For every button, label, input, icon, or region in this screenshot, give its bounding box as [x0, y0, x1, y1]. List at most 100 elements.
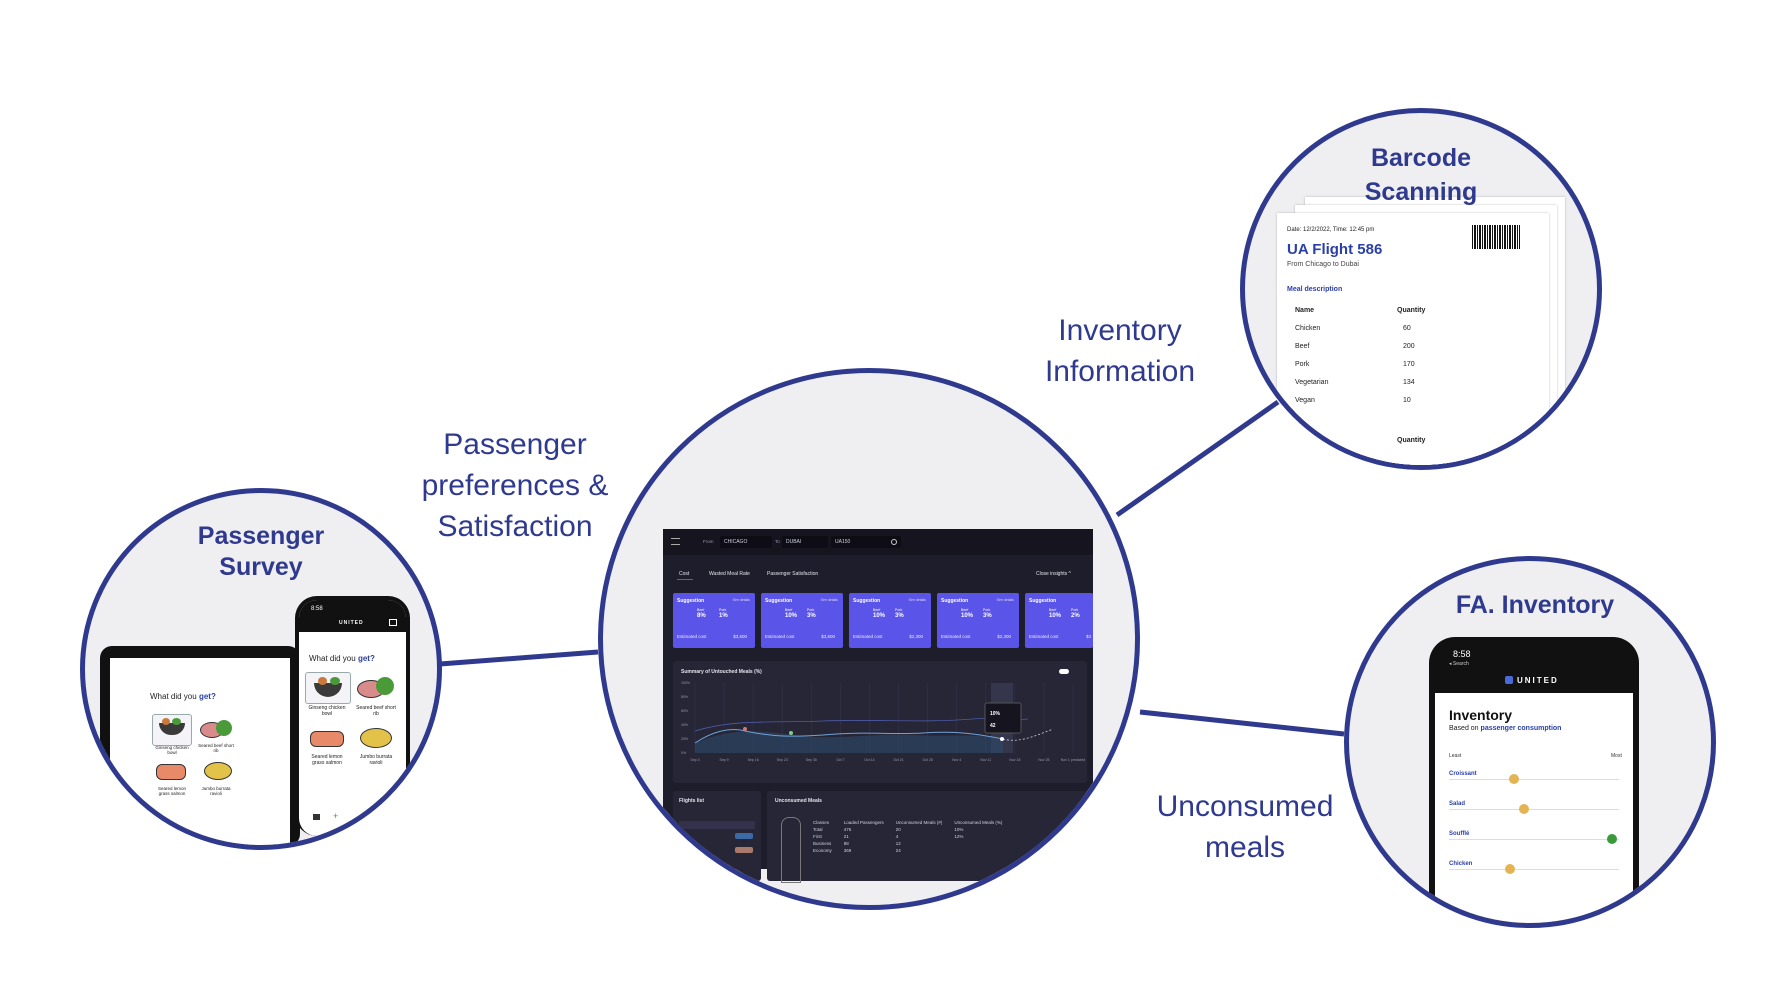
unconsumed-meals-label: Unconsumed meals [1156, 790, 1334, 864]
flight-search-input[interactable]: UA150 [831, 536, 901, 548]
x-tick-label: Oct 28 [922, 758, 932, 762]
x-tick-label: Nov 1 predicted [1061, 758, 1086, 762]
phone-food-ravioli[interactable] [356, 723, 396, 751]
from-select[interactable]: CHICAGO [720, 536, 772, 548]
phone-food-salmon[interactable] [307, 725, 347, 751]
doc-row-name: Chicken [1295, 325, 1321, 332]
food-salmon-icon[interactable] [154, 760, 188, 784]
fa-phone-time: 8:58 [1453, 649, 1471, 659]
x-tick-label: Sep 30 [806, 758, 817, 762]
chart-area [695, 731, 1003, 753]
fa-item-name: Soufflé [1449, 831, 1470, 837]
fa-most-label: Most [1611, 753, 1622, 759]
flights-list-title: Flights list [679, 798, 704, 804]
close-insights-button[interactable]: Close insights ^ [1036, 571, 1071, 577]
phone-food-label-2: Seared beef short rib [356, 705, 396, 717]
doc-date: Date: 12/2/2022, Time: 12:45 pm [1287, 227, 1375, 233]
x-tick-label: Sep 9 [719, 758, 728, 762]
chart-toggle[interactable] [1059, 669, 1069, 674]
tablet-food-label-4: Jumbo burrata ravioli [201, 786, 231, 796]
doc-row-qty: 134 [1403, 379, 1415, 386]
x-tick-label: Nov 25 [1038, 758, 1049, 762]
add-icon[interactable]: + [333, 811, 339, 821]
doc-row-qty: 200 [1403, 343, 1415, 350]
fa-item-level-dot[interactable] [1505, 864, 1516, 874]
cabin-seatmap-icon [781, 817, 801, 883]
fa-item-name: Croissant [1449, 771, 1477, 777]
doc-route: From Chicago to Dubai [1287, 261, 1359, 268]
dashboard-screen: From CHICAGO To DUBAI UA150 Cost Wasted … [663, 529, 1093, 883]
fa-subtitle: Based on passenger consumption [1449, 725, 1562, 732]
y-tick-label: 20% [681, 737, 688, 741]
search-icon[interactable] [891, 539, 897, 545]
doc-row-name: Vegan [1295, 397, 1315, 404]
home-icon[interactable] [313, 814, 320, 820]
phone-food-chicken-bowl[interactable] [305, 672, 351, 704]
food-ravioli-icon[interactable] [200, 758, 234, 784]
tablet-screen: What did you get? Ginseng chi [110, 658, 290, 845]
chart-point-2 [789, 731, 793, 735]
from-label: From [703, 539, 714, 544]
to-select[interactable]: DUBAI [782, 536, 828, 548]
flight-row[interactable] [679, 821, 755, 829]
phone-brand: UNITED [339, 620, 364, 626]
fa-item-track [1449, 869, 1619, 870]
flight-status-badge [735, 833, 753, 839]
tab-cost[interactable]: Cost [679, 571, 690, 577]
doc-row-qty: 60 [1403, 325, 1411, 332]
doc-row-name: Pork [1295, 361, 1310, 368]
food-bowl-icon[interactable] [152, 714, 192, 746]
tablet-food-label-1: Ginseng chicken bowl [155, 745, 189, 755]
tab-cost-underline [677, 579, 693, 580]
barcode-scanning-circle: Date: 12/2/2022, Time: 12:45 pm UA Fligh… [1240, 108, 1602, 470]
connector-survey [439, 649, 599, 667]
fa-item-level-dot[interactable] [1607, 834, 1618, 844]
doc-col-name: Name [1295, 307, 1315, 314]
connector-barcode [1115, 399, 1280, 518]
tablet-food-grid[interactable]: Ginseng chicken bowl Seared beef short r… [150, 714, 250, 804]
survey-phone-screen: 8:58 UNITED What did you get? Ginseng ch… [299, 600, 406, 836]
x-tick-label: Sep 3 [690, 758, 699, 762]
menu-icon[interactable] [671, 538, 680, 545]
phone-food-rib[interactable] [354, 672, 398, 702]
untouched-meals-chart-panel: Summary of Untouched Meals (%) 100%80%60… [673, 661, 1087, 783]
tab-wasted-meal-rate[interactable]: Wasted Meal Rate [709, 571, 750, 577]
fa-item-level-dot[interactable] [1518, 804, 1529, 814]
survey-phone: 8:58 UNITED What did you get? Ginseng ch… [295, 596, 410, 836]
x-tick-label: Sep 16 [748, 758, 759, 762]
phone-prompt: What did you get? [309, 654, 375, 663]
phone-food-label-4: Jumbo burrata ravioli [359, 754, 393, 766]
doc-row-name: Beef [1295, 343, 1310, 350]
chart-title: Summary of Untouched Meals (%) [681, 669, 762, 675]
fa-item-level-dot[interactable] [1508, 774, 1519, 784]
x-tick-label: Oct 14 [864, 758, 874, 762]
fa-inventory-circle: FA. Inventory 8:58 ◂ Search UNITED Inven… [1344, 556, 1716, 928]
fa-title: FA. Inventory [1455, 591, 1615, 619]
fa-back-link[interactable]: ◂ Search [1449, 661, 1469, 667]
barcode-icon [1472, 225, 1520, 249]
y-tick-labels: 100%80%60%40%20%0% [681, 681, 690, 755]
food-rib-icon[interactable] [198, 716, 234, 742]
tab-passenger-satisfaction[interactable]: Passenger Satisfaction [767, 571, 819, 577]
fa-item-name: Salad [1449, 801, 1466, 807]
fa-item-track [1449, 839, 1619, 840]
tablet-frame: What did you get? Ginseng chi [100, 646, 300, 845]
tablet-prompt: What did you get? [150, 692, 216, 701]
dashboard-topbar: From CHICAGO To DUBAI UA150 [663, 529, 1093, 555]
fa-item-track [1449, 779, 1619, 780]
barcode-title: Barcode Scanning [1364, 144, 1478, 206]
fa-least-label: Least [1449, 753, 1462, 759]
to-label: To [775, 539, 780, 544]
cart-icon[interactable] [389, 619, 397, 626]
passenger-preferences-label: Passenger preferences & Satisfaction [421, 428, 609, 543]
doc-row-qty: 10 [1403, 397, 1411, 404]
